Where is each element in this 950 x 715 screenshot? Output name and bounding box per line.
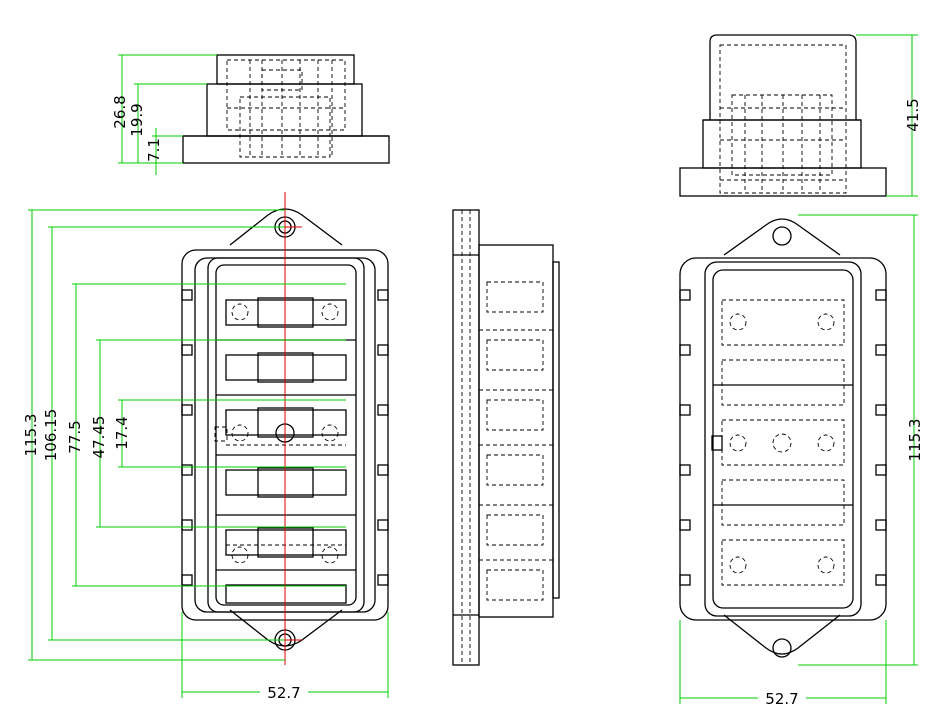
dim-106-15: 106.15 — [42, 409, 60, 462]
dim-47-45: 47.45 — [90, 416, 108, 459]
front-view — [28, 192, 389, 698]
dim-52-7-right: 52.7 — [765, 690, 798, 708]
middle-side-view — [452, 209, 560, 666]
dim-115-3-right: 115.3 — [906, 419, 924, 462]
side-view-small — [118, 54, 390, 175]
dim-77-5: 77.5 — [66, 420, 84, 453]
dim-26-8: 26.8 — [111, 95, 129, 128]
dim-19-9: 19.9 — [128, 103, 146, 136]
dim-52-7-left: 52.7 — [267, 684, 300, 702]
dim-115-3-left: 115.3 — [22, 414, 40, 457]
dim-17-4: 17.4 — [113, 416, 131, 449]
dim-41-5: 41.5 — [904, 98, 922, 131]
side-view-large — [679, 34, 918, 197]
dim-7-1: 7.1 — [145, 138, 163, 162]
back-view — [679, 214, 918, 704]
